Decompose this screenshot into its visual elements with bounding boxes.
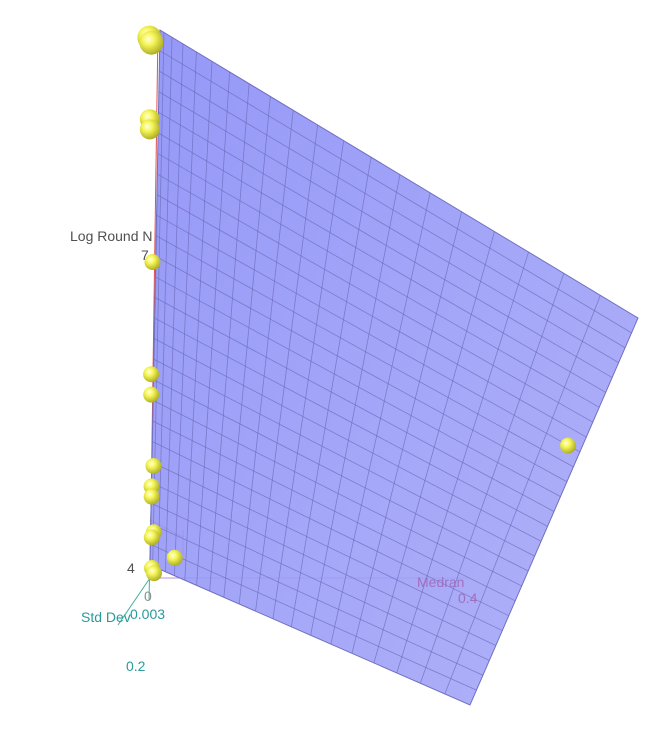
data-point	[143, 386, 160, 403]
plane-grid-row	[157, 173, 593, 423]
plane-grid-col	[164, 43, 184, 572]
plane-grid-row	[154, 317, 548, 527]
plane-grid-row	[151, 461, 503, 631]
plane-grid-col	[184, 61, 213, 581]
plane-grid-row	[157, 132, 606, 393]
plane-grid-col	[238, 110, 294, 605]
plane-grid-row	[152, 420, 516, 602]
plane-grid-row	[158, 91, 619, 363]
plane-grid-col	[419, 273, 565, 684]
plane-grid-row	[158, 111, 613, 378]
data-point	[143, 488, 160, 505]
data-point	[143, 366, 160, 383]
data-points	[137, 25, 576, 582]
vertical-tick-7: 7	[141, 247, 149, 263]
plane-grid-col	[196, 71, 231, 586]
data-point	[145, 458, 162, 474]
plane-grid-row	[153, 358, 535, 557]
plane-grid-col	[173, 51, 197, 576]
plane-grid-row	[155, 255, 568, 483]
plane-grid-row	[151, 482, 497, 646]
plane-grid-row	[154, 297, 555, 512]
vertical-axis-title: Log Round N	[70, 228, 153, 244]
plane-grid-col	[310, 174, 401, 636]
data-point	[139, 30, 164, 55]
plane-grid-col	[223, 96, 271, 598]
plane-grid-row	[153, 379, 529, 572]
plane-grid-col	[157, 37, 173, 569]
plane-grid-col	[330, 192, 431, 645]
plane-grid-col	[290, 157, 372, 627]
plane-grid-row	[155, 235, 574, 468]
plane-grid-row	[150, 544, 477, 691]
axis-text: Log Round N 7 4 0 Medran 0.4 Std Dev 0.0…	[70, 228, 478, 674]
plane-grid-col	[373, 231, 495, 664]
plane-grid-col	[396, 251, 529, 674]
plane-grid-row	[150, 523, 484, 676]
plane-grid-row	[159, 50, 632, 334]
horizontal-tick-0: 0	[144, 588, 152, 604]
data-point	[139, 119, 160, 140]
plane-grid-row	[156, 194, 587, 438]
plane-grid-row	[150, 502, 490, 661]
plane-grid-col	[152, 32, 165, 567]
data-point	[143, 529, 160, 546]
plane-grid-col	[351, 211, 463, 654]
plane-grid-col	[255, 124, 319, 612]
data-point	[146, 565, 162, 582]
plane-grid-row	[157, 153, 600, 408]
depth-tick-0.003: 0.003	[130, 606, 165, 622]
plane-grid-col	[272, 140, 345, 619]
vertical-tick-4: 4	[127, 560, 135, 576]
plane-grid-row	[154, 338, 542, 542]
horizontal-tick-0.4: 0.4	[458, 590, 478, 606]
depth-axis-extension	[117, 577, 151, 626]
depth-tick-0.2: 0.2	[126, 658, 146, 674]
plane-grid-row	[152, 400, 522, 587]
fitted-plane	[149, 29, 639, 706]
data-point	[166, 549, 183, 566]
data-point	[560, 437, 576, 454]
horizontal-axis-title: Medran	[417, 574, 464, 590]
plane-grid-row	[152, 441, 509, 617]
plane-grid-row	[156, 214, 581, 453]
plane-grid	[150, 32, 632, 695]
plane-grid-row	[155, 276, 561, 497]
plane-grid-col	[444, 295, 601, 695]
plane-grid-row	[159, 70, 626, 349]
plane-grid-col	[209, 83, 250, 592]
depth-axis-title: Std Dev	[81, 609, 131, 625]
data-point	[144, 254, 161, 270]
